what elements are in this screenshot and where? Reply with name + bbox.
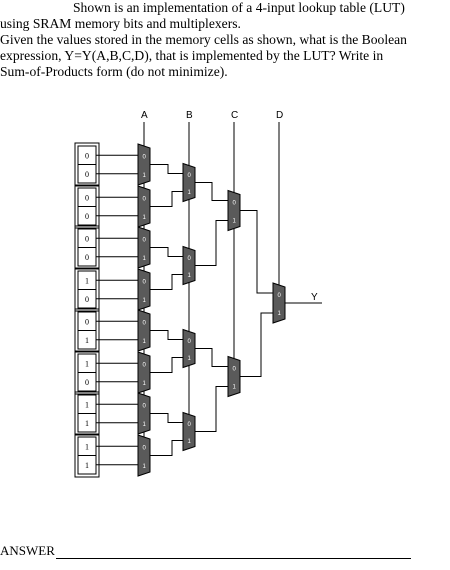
memory-bit-value: 0	[85, 317, 89, 326]
memory-cell	[77, 372, 97, 392]
mux-select-0-label: 0	[233, 367, 237, 373]
mux-select-1-label: 1	[143, 339, 147, 345]
question-line-2: using SRAM memory bits and multiplexers.	[0, 16, 241, 31]
mux-select-0-label: 0	[143, 362, 147, 368]
memory-bit-value: 0	[85, 212, 89, 221]
mux-level1	[137, 351, 151, 394]
memory-cell-group	[74, 225, 100, 270]
memory-cell-group	[74, 184, 100, 229]
answer-row: ANSWER	[0, 543, 411, 559]
memory-cell-group	[74, 142, 100, 187]
memory-bit-value: 1	[85, 419, 89, 428]
mux-select-1-label: 1	[143, 298, 147, 304]
mux-level2	[182, 245, 196, 286]
memory-bit-value: 0	[85, 151, 89, 160]
memory-cell	[77, 206, 97, 226]
mux-level3	[227, 189, 241, 232]
mux-select-0-label: 0	[188, 256, 192, 262]
multiplexers: 0 1 0 1 0 1 0 1 0 1 0 1 0 1 0 1 0 1 0 1 0 1 0 1 0 1 0 1 0 1	[137, 143, 286, 477]
mux-level1	[137, 185, 151, 228]
memory-cell-group	[74, 433, 100, 478]
output-label-y: Y	[311, 292, 318, 303]
mux-level3	[227, 355, 241, 398]
question-line-4: expression, Y=Y(A,B,C,D), that is implem…	[0, 48, 384, 63]
memory-bit-value: 0	[85, 170, 89, 179]
memory-cell-group	[74, 350, 100, 395]
mux-select-0-label: 0	[143, 279, 147, 285]
mux-level1	[137, 268, 151, 311]
mux-level2	[182, 411, 196, 452]
memory-bit-value: 0	[85, 234, 89, 243]
mux-select-1-label: 1	[233, 385, 237, 391]
question-text: Shown is an implementation of a 4-input …	[0, 0, 450, 80]
select-lines	[143, 122, 280, 452]
memory-cell	[77, 247, 97, 267]
mux-select-0-label: 0	[233, 201, 237, 207]
memory-cell	[77, 413, 97, 433]
question-line-5: Sum-of-Products form (do not minimize).	[0, 64, 228, 79]
mux-select-1-label: 1	[143, 256, 147, 262]
mux-select-0-label: 0	[143, 445, 147, 451]
question-line-1: Shown is an implementation of a 4-input …	[73, 0, 405, 15]
memory-cell-group	[74, 267, 100, 312]
mux-select-1-label: 1	[143, 381, 147, 387]
memory-bit-value: 0	[85, 295, 89, 304]
memory-cell	[77, 455, 97, 475]
mux-select-0-label: 0	[278, 293, 282, 299]
mux-select-0-label: 0	[188, 173, 192, 179]
wires	[96, 154, 322, 466]
mux-select-1-label: 1	[143, 464, 147, 470]
mux-select-0-label: 0	[143, 196, 147, 202]
mux-level1	[137, 309, 151, 352]
mux-select-0-label: 0	[188, 422, 192, 428]
memory-bit-value: 0	[85, 378, 89, 387]
mux-level4	[272, 282, 286, 324]
memory-cell-group	[74, 308, 100, 353]
mux-select-1-label: 1	[143, 173, 147, 179]
input-label-d: D	[276, 110, 283, 121]
input-label-b: B	[186, 110, 193, 121]
mux-select-1-label: 1	[233, 219, 237, 225]
memory-cell	[77, 289, 97, 309]
memory-bit-value: 1	[85, 359, 89, 368]
mux-select-0-label: 0	[143, 237, 147, 243]
memory-bit-value: 1	[85, 276, 89, 285]
mux-select-1-label: 1	[143, 215, 147, 221]
memory-cells: 0 0 0 0 0 0 1 0 0 1 1 0 1 1 1 1	[74, 142, 100, 478]
mux-select-0-label: 0	[143, 403, 147, 409]
mux-select-0-label: 0	[188, 339, 192, 345]
question-line-3: Given the values stored in the memory ce…	[0, 32, 407, 47]
memory-bit-value: 1	[85, 461, 89, 470]
mux-select-1-label: 1	[188, 190, 192, 196]
answer-blank-line[interactable]	[55, 546, 411, 559]
memory-bit-value: 1	[85, 400, 89, 409]
memory-bit-value: 1	[85, 336, 89, 345]
mux-level1	[137, 392, 151, 435]
memory-bit-value: 0	[85, 253, 89, 262]
mux-select-0-label: 0	[143, 154, 147, 160]
mux-level1	[137, 434, 151, 477]
input-label-c: C	[231, 110, 238, 121]
memory-bit-value: 0	[85, 193, 89, 202]
mux-level1	[137, 226, 151, 269]
mux-select-0-label: 0	[143, 320, 147, 326]
memory-cell-group	[74, 391, 100, 436]
mux-select-1-label: 1	[188, 273, 192, 279]
mux-select-1-label: 1	[143, 422, 147, 428]
mux-select-1-label: 1	[278, 311, 282, 317]
answer-label: ANSWER	[0, 543, 55, 558]
mux-level2	[182, 162, 196, 203]
memory-bit-value: 1	[85, 442, 89, 451]
mux-level1	[137, 143, 151, 186]
input-label-a: A	[141, 110, 148, 121]
mux-select-1-label: 1	[188, 439, 192, 445]
mux-select-1-label: 1	[188, 356, 192, 362]
mux-level2	[182, 328, 196, 369]
memory-cell	[77, 330, 97, 350]
memory-cell	[77, 164, 97, 184]
